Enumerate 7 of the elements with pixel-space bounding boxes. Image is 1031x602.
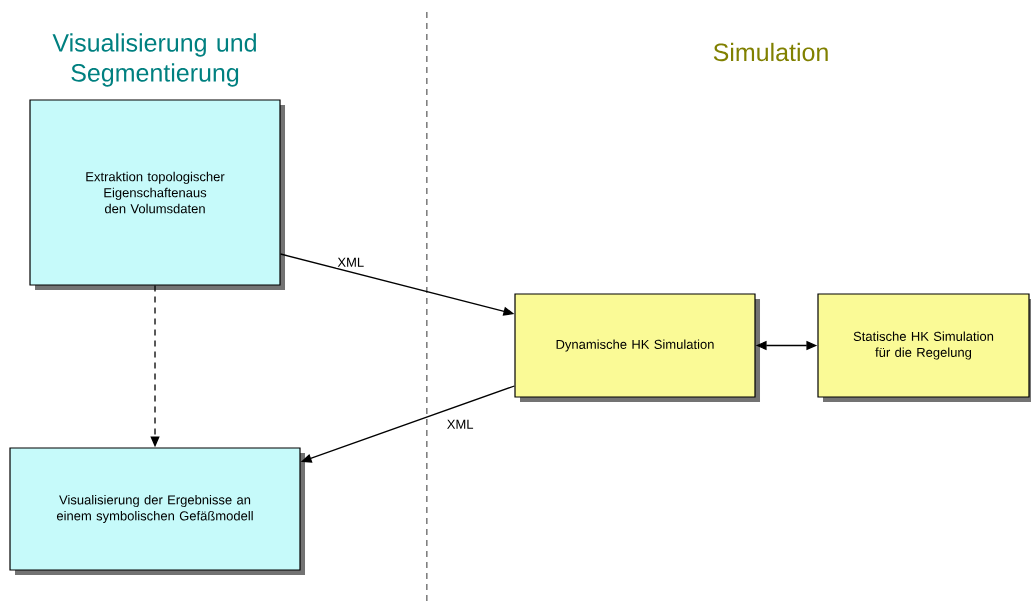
column-heading: Simulation: [713, 42, 828, 62]
edge-label: XML: [336, 256, 366, 268]
process-box: Dynamische HK Simulation: [514, 293, 760, 402]
process-box: Visualisierung der Ergebnisse an einem symbolischen Gefäßmodell: [9, 447, 305, 575]
process-box: Extraktion topologischer Eigenschaftenaus den Volumsdaten: [29, 99, 285, 290]
edge-label: XML: [445, 418, 475, 430]
process-box: Statische HK Simulation für die Regelung: [817, 293, 1031, 402]
